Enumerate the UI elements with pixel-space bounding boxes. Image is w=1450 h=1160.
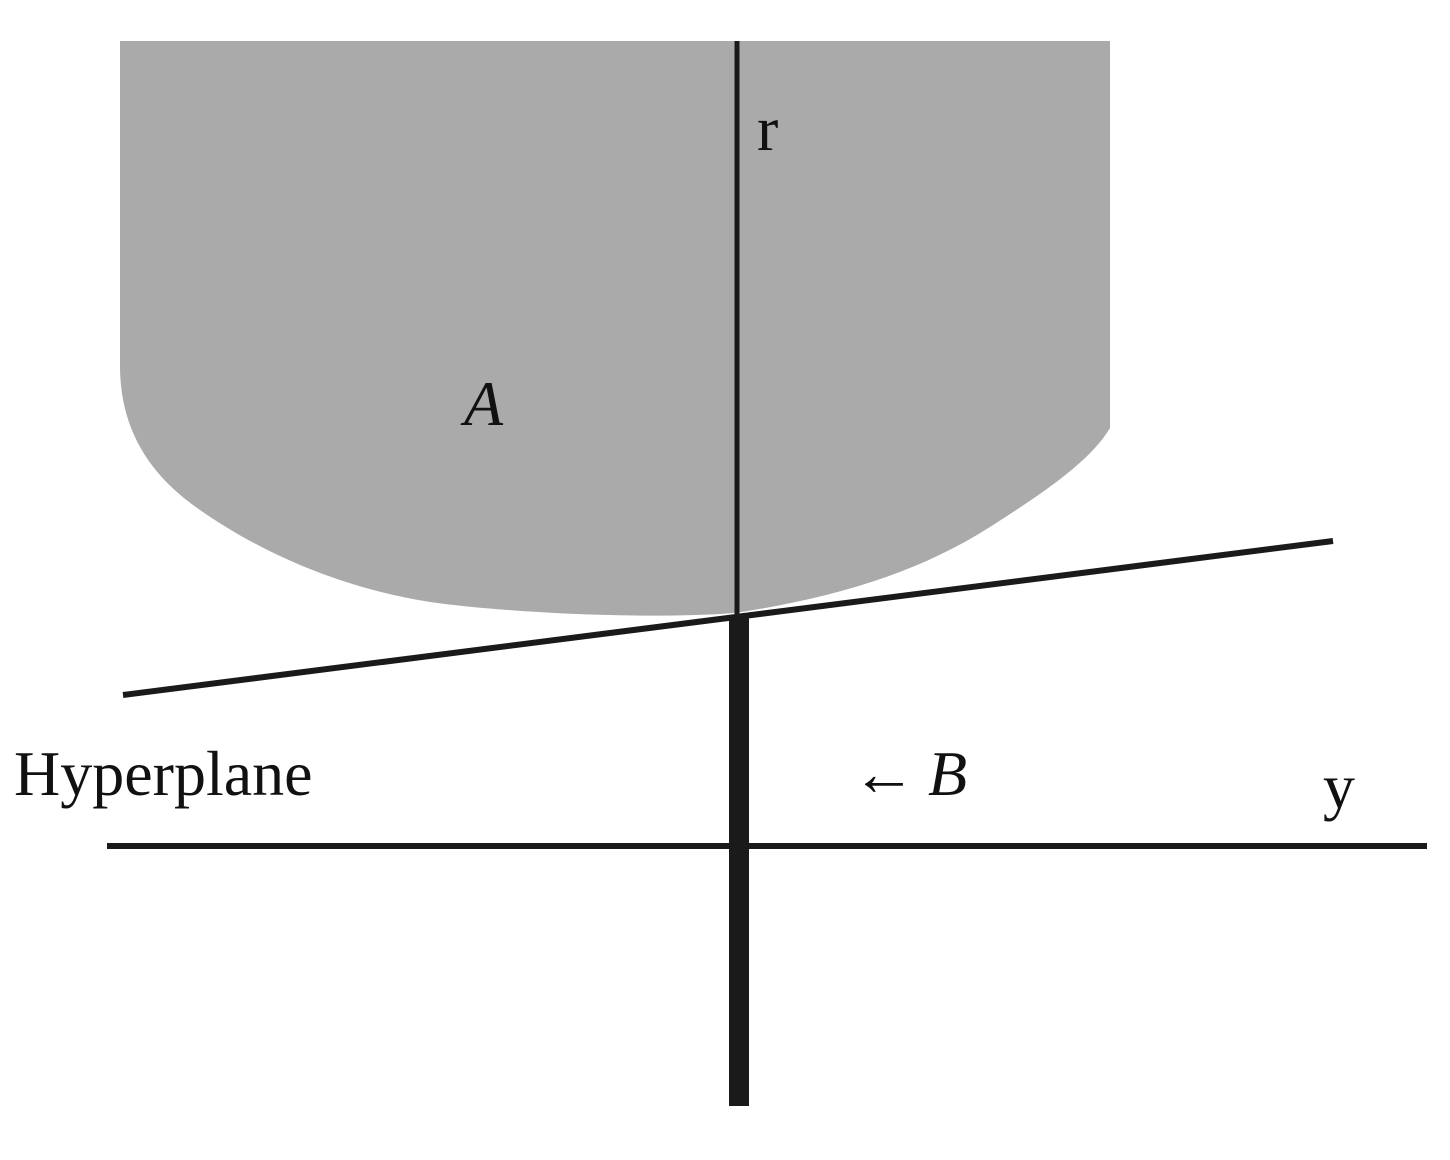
y-axis-label: y xyxy=(1323,751,1355,822)
hyperplane-line xyxy=(122,538,1334,698)
set-a-region xyxy=(120,41,1110,616)
r-axis-label: r xyxy=(757,93,778,164)
hyperplane-label: Hyperplane xyxy=(14,738,313,809)
set-a-label: A xyxy=(460,368,504,439)
set-b-arrow-label: ← xyxy=(852,738,916,809)
set-b-label: B xyxy=(928,738,967,809)
